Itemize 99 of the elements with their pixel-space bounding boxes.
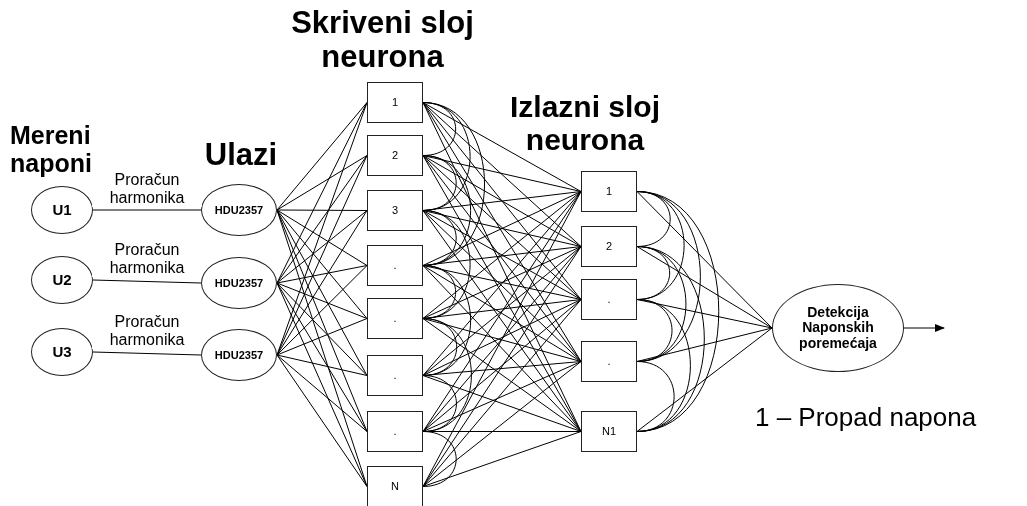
connection-line <box>636 361 675 432</box>
connection-line <box>422 265 472 376</box>
connection-line <box>636 299 773 329</box>
connection-line <box>276 354 368 376</box>
connection-line <box>422 102 582 362</box>
node-label: 3 <box>391 204 399 217</box>
neuron-box <box>367 82 423 123</box>
connection-line <box>422 155 582 362</box>
connection-line <box>422 265 582 362</box>
connection-line <box>636 327 773 362</box>
neuron-box <box>367 355 423 396</box>
connection-line <box>422 210 471 319</box>
node-label: . <box>393 425 397 438</box>
connection-line <box>276 155 368 356</box>
layer-heading: Ulazi <box>203 138 279 173</box>
connection-line <box>92 209 202 211</box>
connection-line <box>636 327 773 432</box>
neuron-box <box>367 245 423 286</box>
node-label: . <box>393 312 397 325</box>
connection-line <box>422 375 582 432</box>
connection-line <box>276 155 368 211</box>
neuron-box <box>581 341 637 382</box>
connection-line <box>422 155 582 300</box>
connection-line <box>422 102 486 266</box>
connection-line <box>422 155 472 266</box>
node-label: U2 <box>52 271 72 289</box>
connection-line <box>422 102 582 247</box>
connection-line <box>276 210 368 284</box>
node-label: . <box>393 259 397 272</box>
neuron-ellipse <box>31 256 93 304</box>
neuron-box <box>581 226 637 267</box>
node-label: 1 <box>391 96 399 109</box>
node-label: . <box>607 293 611 306</box>
neuron-ellipse <box>31 186 93 234</box>
neuron-box <box>367 298 423 339</box>
connection-line <box>276 282 368 319</box>
connection-line <box>276 318 368 356</box>
connection-line <box>92 351 202 356</box>
connection-line <box>276 282 368 376</box>
neuron-box <box>367 190 423 231</box>
node-label: 2 <box>605 240 613 253</box>
connection-line <box>422 246 582 487</box>
connection-line <box>422 210 582 300</box>
layer-heading: Skriveni sloj neurona <box>290 6 475 75</box>
connection-line <box>636 191 720 432</box>
node-label: 2 <box>391 149 399 162</box>
node-label: HDU2357 <box>214 276 264 290</box>
node-label: N1 <box>601 425 617 438</box>
connection-line <box>276 282 368 432</box>
neuron-box <box>367 411 423 452</box>
connection-line <box>422 191 582 487</box>
connection-line <box>422 299 582 487</box>
connection-line <box>276 155 368 284</box>
node-label: N <box>391 480 399 493</box>
connection-line <box>276 354 368 432</box>
connection-line <box>422 431 457 487</box>
arrow <box>903 324 945 332</box>
neuron-ellipse <box>201 184 277 236</box>
connection-line <box>276 209 368 211</box>
node-label: HDU2357 <box>214 203 264 217</box>
connection-line <box>422 102 582 192</box>
node-label: Detekcija Naponskih poremećaja <box>798 304 878 352</box>
connection-line <box>422 431 582 487</box>
connection-line <box>276 354 368 487</box>
connection-line <box>276 265 368 356</box>
connection-line <box>276 209 368 266</box>
node-label: . <box>393 369 397 382</box>
node-label: U3 <box>52 343 72 361</box>
connection-line <box>422 210 582 362</box>
neuron-box <box>581 171 637 212</box>
edge-label: Proračun harmonika <box>92 171 202 207</box>
connection-line <box>422 361 582 432</box>
neuron-ellipse <box>31 328 93 376</box>
connection-line <box>92 279 202 284</box>
connection-line <box>422 191 582 376</box>
neuron-box <box>581 279 637 320</box>
neuron-box <box>581 411 637 452</box>
connection-line <box>422 375 457 432</box>
connection-line <box>636 246 705 432</box>
connection-line <box>636 246 773 329</box>
connection-line <box>422 246 582 319</box>
neuron-box <box>367 135 423 176</box>
connection-line <box>276 265 368 284</box>
node-label: U1 <box>52 201 72 219</box>
connection-line <box>276 209 368 319</box>
layer-heading: Izlazni sloj neurona <box>509 90 661 156</box>
connection-line <box>422 361 582 487</box>
connection-line <box>276 102 368 211</box>
connection-line <box>636 191 773 329</box>
connection-line <box>422 155 582 247</box>
layer-heading: Mereni naponi <box>10 122 93 177</box>
connection-line <box>422 299 582 376</box>
node-label: HDU2357 <box>214 348 264 362</box>
node-label: 1 <box>605 185 613 198</box>
neuron-box <box>367 466 423 506</box>
legend-note: 1 – Propad napona <box>755 403 978 432</box>
node-label: . <box>607 355 611 368</box>
connection-line <box>422 191 582 266</box>
connection-line <box>422 318 472 432</box>
